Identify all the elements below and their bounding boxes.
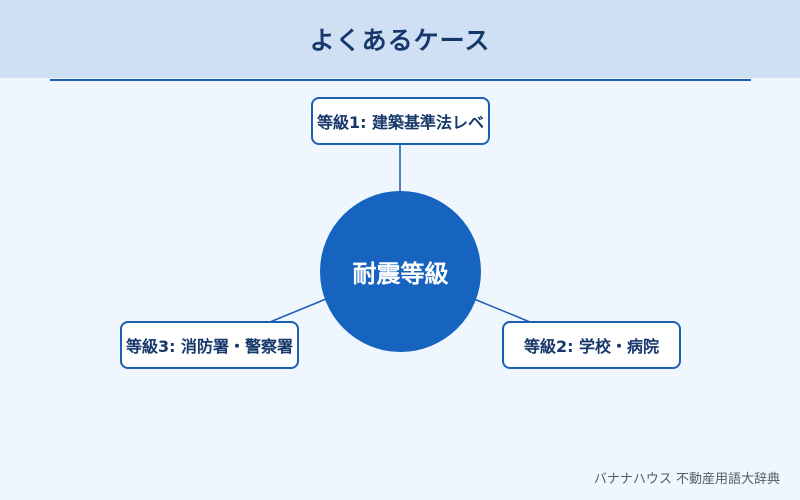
- center-node: 耐震等級: [320, 191, 481, 352]
- node-grade-2-label: 等級2: 学校・病院: [523, 337, 660, 356]
- node-grade-3: 等級3: 消防署・警察署: [120, 321, 299, 369]
- page-title: よくあるケース: [309, 26, 491, 55]
- center-node-label: 耐震等級: [352, 260, 449, 288]
- connector-node3: [269, 298, 327, 323]
- connector-node2: [473, 298, 531, 323]
- header-band: よくあるケース: [0, 0, 800, 78]
- footer-credit: バナナハウス 不動産用語大辞典: [593, 472, 780, 487]
- node-grade-3-label: 等級3: 消防署・警察署: [125, 337, 294, 356]
- node-grade-1-label: 等級1: 建築基準法レベ: [316, 113, 485, 132]
- node-grade-1: 等級1: 建築基準法レベ: [311, 97, 490, 145]
- node-grade-2: 等級2: 学校・病院: [502, 321, 681, 369]
- header-divider: [50, 79, 751, 81]
